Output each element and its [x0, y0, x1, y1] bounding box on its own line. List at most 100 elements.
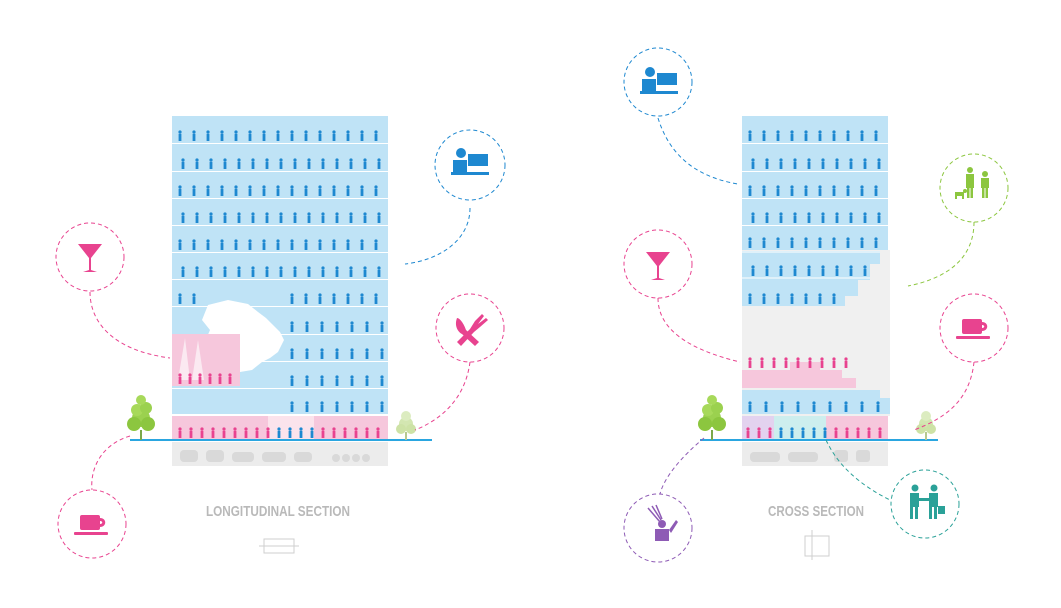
person-icon: [832, 130, 836, 141]
person-icon: [751, 158, 755, 169]
person-icon: [860, 237, 864, 248]
person-icon: [844, 357, 848, 368]
person-icon: [290, 321, 294, 332]
person-icon: [251, 212, 255, 223]
tree-icon: [127, 395, 155, 440]
person-icon: [360, 293, 364, 304]
office-bubble: [434, 129, 506, 201]
person-icon: [251, 158, 255, 169]
person-icon: [223, 158, 227, 169]
person-icon: [365, 321, 369, 332]
cafe-icon: [74, 515, 108, 535]
person-icon: [751, 265, 755, 276]
person-icon: [796, 357, 800, 368]
person-icon: [849, 158, 853, 169]
family-icon: [955, 167, 989, 199]
person-icon: [178, 293, 182, 304]
person-icon: [276, 130, 280, 141]
person-icon: [835, 158, 839, 169]
person-icon: [248, 239, 252, 250]
person-icon: [748, 401, 752, 412]
person-icon: [318, 130, 322, 141]
person-icon: [835, 265, 839, 276]
person-icon: [218, 373, 222, 384]
person-icon: [310, 427, 314, 438]
person-icon: [290, 239, 294, 250]
person-icon: [867, 427, 871, 438]
person-icon: [290, 293, 294, 304]
person-icon: [350, 401, 354, 412]
person-icon: [350, 321, 354, 332]
person-icon: [776, 130, 780, 141]
person-icon: [849, 212, 853, 223]
person-icon: [380, 348, 384, 359]
person-icon: [320, 348, 324, 359]
cross-section-caption: CROSS SECTION: [768, 503, 864, 520]
person-icon: [748, 357, 752, 368]
person-icon: [844, 401, 848, 412]
person-icon: [192, 130, 196, 141]
person-icon: [321, 212, 325, 223]
person-icon: [248, 130, 252, 141]
person-icon: [220, 130, 224, 141]
person-icon: [200, 427, 204, 438]
person-icon: [181, 158, 185, 169]
person-icon: [346, 185, 350, 196]
person-icon: [192, 239, 196, 250]
person-icon: [784, 357, 788, 368]
person-icon: [209, 158, 213, 169]
connector-line: [659, 437, 705, 495]
person-icon: [874, 185, 878, 196]
person-icon: [760, 357, 764, 368]
person-icon: [374, 293, 378, 304]
cafe-icon: [956, 319, 990, 339]
person-icon: [209, 212, 213, 223]
person-icon: [823, 427, 827, 438]
person-icon: [350, 348, 354, 359]
person-icon: [346, 239, 350, 250]
person-icon: [818, 293, 822, 304]
person-icon: [346, 130, 350, 141]
person-icon: [377, 158, 381, 169]
person-icon: [192, 293, 196, 304]
person-icon: [376, 427, 380, 438]
person-icon: [288, 427, 292, 438]
person-icon: [178, 427, 182, 438]
person-icon: [748, 185, 752, 196]
person-icon: [350, 375, 354, 386]
person-icon: [751, 212, 755, 223]
person-icon: [262, 239, 266, 250]
person-icon: [320, 321, 324, 332]
person-icon: [262, 130, 266, 141]
person-icon: [349, 266, 353, 277]
cafe-bubble: [939, 293, 1009, 363]
person-icon: [818, 185, 822, 196]
person-icon: [279, 266, 283, 277]
person-icon: [318, 239, 322, 250]
person-icon: [878, 427, 882, 438]
person-icon: [380, 375, 384, 386]
person-icon: [845, 427, 849, 438]
person-icon: [181, 266, 185, 277]
person-icon: [860, 401, 864, 412]
person-icon: [793, 212, 797, 223]
person-icon: [343, 427, 347, 438]
person-icon: [276, 185, 280, 196]
person-icon: [876, 401, 880, 412]
person-icon: [222, 427, 226, 438]
person-icon: [363, 158, 367, 169]
person-icon: [363, 266, 367, 277]
person-icon: [776, 237, 780, 248]
person-icon: [776, 185, 780, 196]
person-icon: [262, 185, 266, 196]
person-icon: [234, 239, 238, 250]
person-icon: [821, 212, 825, 223]
person-icon: [374, 130, 378, 141]
person-icon: [779, 212, 783, 223]
person-icon: [290, 185, 294, 196]
person-icon: [178, 239, 182, 250]
person-icon: [779, 158, 783, 169]
person-icon: [877, 158, 881, 169]
office-icon: [451, 148, 489, 175]
person-icon: [860, 185, 864, 196]
